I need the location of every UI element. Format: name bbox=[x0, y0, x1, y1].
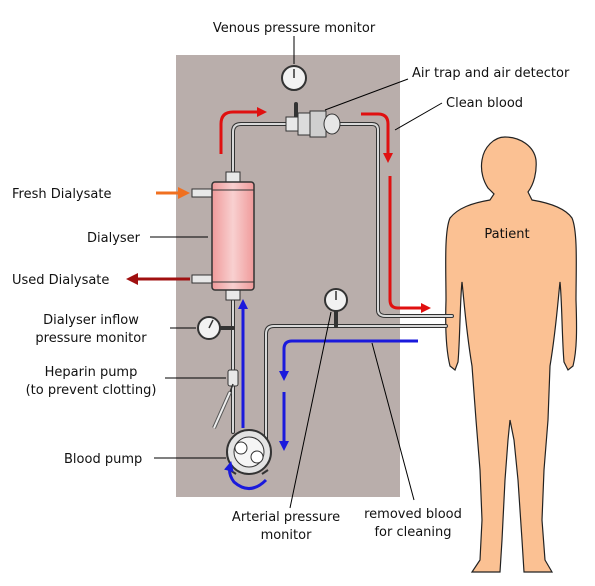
clean-blood-label: Clean blood bbox=[446, 96, 523, 111]
patient-label: Patient bbox=[484, 227, 529, 242]
heparin-label-2: (to prevent clotting) bbox=[26, 383, 157, 398]
heparin-label-1: Heparin pump bbox=[45, 365, 138, 380]
dialyser bbox=[191, 171, 255, 301]
used-dialysate-label: Used Dialysate bbox=[12, 273, 109, 288]
fresh-dialysate-label: Fresh Dialysate bbox=[12, 187, 111, 202]
dialyser-inflow-label-2: pressure monitor bbox=[35, 331, 147, 346]
used-dialysate-arrow bbox=[126, 273, 190, 285]
patient-silhouette bbox=[445, 136, 578, 573]
arterial-gauge-icon bbox=[324, 288, 348, 312]
removed-blood-flow bbox=[223, 299, 418, 490]
dialyser-label: Dialyser bbox=[87, 231, 141, 246]
arterial-pressure-label-1: Arterial pressure bbox=[232, 510, 340, 525]
removed-blood-label-2: for cleaning bbox=[374, 525, 451, 540]
air-trap-label: Air trap and air detector bbox=[412, 66, 570, 81]
heparin-pump-icon bbox=[212, 369, 239, 429]
venous-pressure-monitor-label: Venous pressure monitor bbox=[213, 21, 376, 36]
clean-blood-flow bbox=[219, 107, 431, 313]
inflow-gauge-icon bbox=[197, 316, 221, 340]
air-trap-icon bbox=[285, 110, 341, 138]
fresh-dialysate-arrow bbox=[156, 187, 190, 199]
blood-pump-icon bbox=[226, 429, 272, 475]
arterial-pressure-label-2: monitor bbox=[261, 528, 313, 543]
dialyser-inflow-label-1: Dialyser inflow bbox=[43, 313, 139, 328]
blood-pump-label: Blood pump bbox=[64, 452, 142, 467]
removed-blood-label-1: removed blood bbox=[364, 507, 462, 522]
leader-lines bbox=[150, 36, 443, 509]
venous-gauge-icon bbox=[281, 65, 307, 91]
